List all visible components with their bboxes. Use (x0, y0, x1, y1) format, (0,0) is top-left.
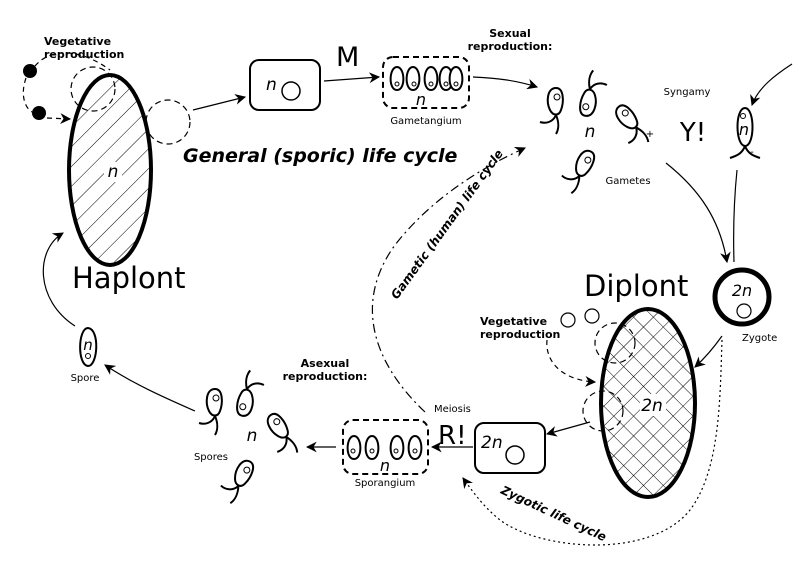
haplont-group: Vegetative reproduction n Haplont (22, 35, 191, 295)
gamete-cell-icon (605, 101, 655, 154)
diplont-group: Vegetative reproduction 2n (480, 307, 697, 499)
gametic-cycle-arrow (371, 147, 526, 413)
box-bot-ploidy: 2n (481, 433, 503, 453)
zygote-label: Zygote (742, 333, 777, 344)
spore: n Spore (71, 326, 100, 384)
diplont-ploidy-bg (640, 394, 666, 416)
spore-ploidy: n (83, 336, 93, 354)
gamete-cell-icon (577, 68, 610, 120)
budding-circle-1 (70, 66, 116, 112)
vegetative-propagule-1 (23, 64, 37, 78)
haplont-ploidy-bg (104, 162, 122, 182)
arrow-plus-to-zygote (665, 162, 731, 264)
gametangium: n Gametangium (382, 56, 470, 127)
asexual-repro-label-1: Asexual (301, 357, 350, 370)
gametangium-ploidy: n (416, 90, 426, 109)
zygote-ploidy: 2n (732, 281, 752, 300)
arrow-zygote-to-diplont (694, 335, 723, 368)
budding-circle-2 (145, 99, 191, 145)
general-cycle-label: General (sporic) life cycle (183, 145, 458, 167)
veg-repro-bot-arrow (546, 339, 597, 387)
minus-gamete: n - (729, 106, 761, 159)
veg-repro-top-label-1: Vegetative (44, 35, 111, 48)
meiosis-label: Meiosis (434, 404, 471, 415)
sporangium: n Sporangium (342, 419, 429, 489)
arrow-spore-to-haplont (42, 232, 76, 327)
minus-sign: - (750, 147, 754, 158)
sporangium-label: Sporangium (355, 478, 416, 489)
diplont-title: Diplont (584, 269, 688, 303)
gametic-cycle-label: Gametic (human) life cycle (388, 147, 506, 302)
spore-cell-icon (234, 368, 267, 420)
mitosis-mark: M (336, 42, 359, 73)
gametes-ploidy: n (585, 122, 596, 142)
meiosis-mark: R! (438, 421, 467, 451)
spore-cell-icon (256, 409, 304, 463)
spore-label: Spore (71, 373, 100, 384)
vegetative-bud-1 (560, 312, 576, 328)
spores-group: n Spores (194, 368, 304, 508)
diplont-ploidy: 2n (641, 396, 663, 416)
diploid-cell-box: 2n (474, 422, 546, 474)
gametangium-label: Gametangium (390, 116, 461, 127)
veg-repro-top-dashed-side (22, 77, 33, 113)
box-top-ploidy: n (266, 75, 277, 95)
veg-repro-bot-label-2: reproduction (480, 328, 560, 341)
sexual-repro-label-2: reproduction: (468, 40, 553, 53)
haplont-title: Haplont (72, 261, 186, 295)
vegetative-bud-2 (584, 308, 600, 324)
arrow-incoming-gamete (750, 63, 793, 107)
arrow-box-to-gametangium (323, 72, 381, 84)
arrow-minus-to-zygote (733, 169, 738, 263)
sexual-repro-label-1: Sexual (489, 27, 531, 40)
haplont-ploidy: n (108, 162, 119, 182)
zygotic-cycle-label: Zygotic life cycle (498, 483, 609, 545)
arrow-diplont-to-box (545, 421, 591, 437)
syngamy-label: Syngamy (664, 87, 711, 98)
gametes-label: Gametes (605, 176, 650, 187)
budding-circle-3 (594, 322, 636, 364)
spores-label: Spores (194, 452, 228, 463)
vegetative-propagule-2 (32, 106, 46, 120)
zygote: 2n Zygote (712, 267, 777, 344)
arrow-spores-to-spore (104, 364, 196, 412)
nucleus-icon (505, 445, 525, 465)
zygotic-cycle-arrow (462, 339, 723, 546)
budding-circle-4 (582, 390, 624, 432)
spore-cell-icon (198, 388, 223, 436)
veg-repro-bot-label-1: Vegetative (480, 315, 547, 328)
zygote-nucleus-icon (736, 303, 752, 319)
syngamy-mark: Y! (679, 118, 706, 148)
spores-ploidy: n (247, 426, 258, 446)
arrow-gametangium-to-gametes (472, 76, 539, 90)
gametes-group: Sexual reproduction: n + Gametes (468, 27, 655, 198)
veg-repro-top-label-2: reproduction (44, 48, 124, 61)
asexual-repro-label-2: reproduction: (283, 370, 368, 383)
gamete-cell-icon (555, 143, 598, 198)
nucleus-icon (281, 81, 301, 101)
arrow-haplont-to-box (192, 94, 247, 111)
haploid-cell-box: n (249, 59, 321, 111)
spore-nucleus-icon (85, 353, 91, 359)
right-gamete-ploidy: n (739, 120, 749, 139)
plus-sign: + (646, 129, 654, 140)
veg-repro-top-arrow (46, 113, 72, 124)
sporangium-ploidy: n (380, 456, 390, 475)
gamete-cell-icon (539, 87, 564, 135)
